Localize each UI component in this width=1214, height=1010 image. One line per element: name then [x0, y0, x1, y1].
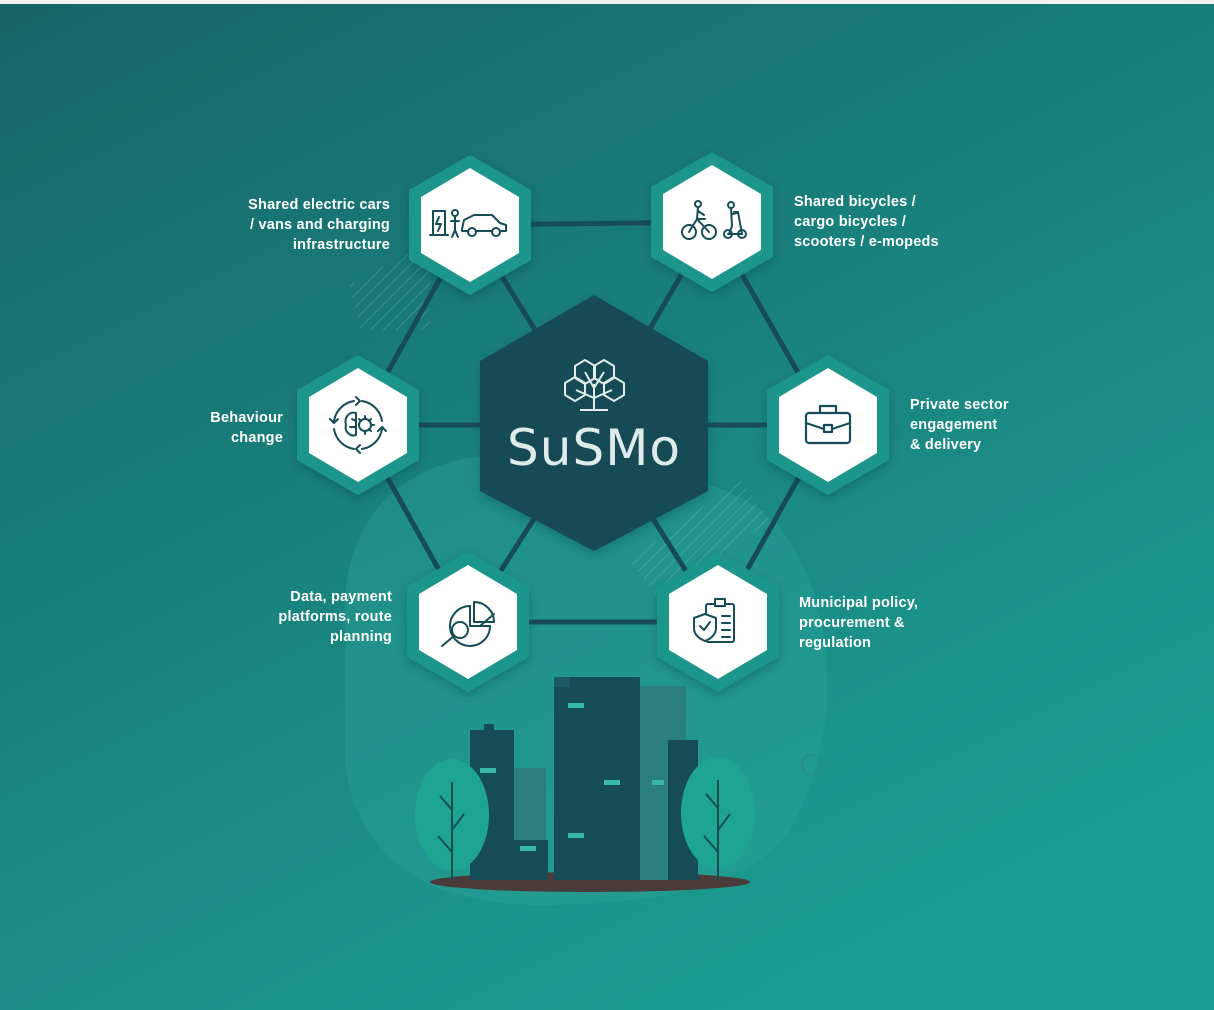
node-behaviour — [297, 355, 419, 495]
clipboard-shield-icon — [693, 598, 735, 643]
decor-circle — [801, 754, 823, 776]
node-hexagons — [297, 152, 889, 692]
center-hexagon — [480, 295, 708, 551]
node-policy — [657, 552, 779, 692]
node-cars — [409, 155, 531, 295]
windows — [480, 703, 664, 851]
tree-left — [415, 759, 489, 880]
city-illustration — [415, 677, 755, 892]
label-behaviour: Behaviour change — [210, 410, 283, 446]
briefcase-icon — [804, 404, 852, 445]
building-tall-top — [554, 677, 570, 687]
label-bikes: Shared bicycles / cargo bicycles / scoot… — [794, 194, 939, 250]
node-private — [767, 355, 889, 495]
hatch-accent-right — [630, 480, 770, 600]
hexagon-tree-logo-icon — [564, 359, 625, 411]
top-border — [0, 0, 1214, 4]
building-left-antenna — [484, 724, 494, 732]
node-data — [407, 552, 529, 692]
brain-cycle-icon — [329, 396, 387, 454]
label-data: Data, payment platforms, route planning — [278, 589, 392, 645]
label-private: Private sector engagement & delivery — [910, 397, 1009, 453]
electric-car-charging-icon — [429, 209, 507, 238]
hatch-accent-left — [350, 240, 430, 330]
label-policy: Municipal policy, procurement & regulati… — [799, 595, 919, 651]
label-cars: Shared electric cars / vans and charging… — [248, 197, 390, 253]
bicycle-scooter-icon — [681, 200, 747, 240]
pie-chart-magnifier-icon — [441, 601, 495, 647]
node-bikes — [651, 152, 773, 292]
building-tall — [554, 677, 640, 880]
tree-right — [681, 757, 755, 880]
center-title: SuSMo — [507, 419, 681, 477]
